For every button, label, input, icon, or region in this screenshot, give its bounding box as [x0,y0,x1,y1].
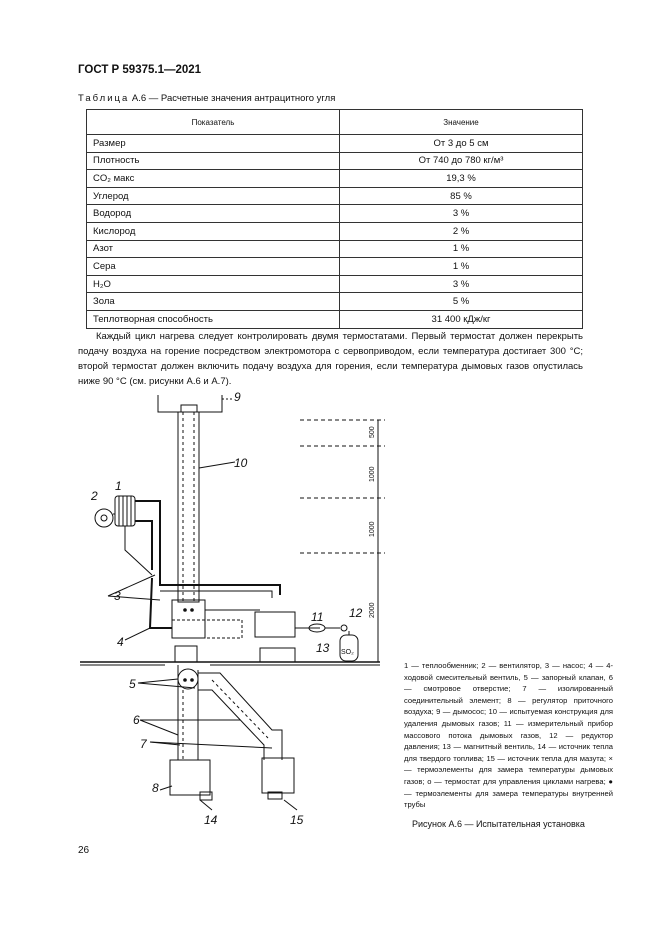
label-15: 15 [290,813,304,827]
shutoff-valve [177,668,199,690]
label-7: 7 [140,737,148,751]
figure-caption: Рисунок А.6 — Испытательная установка [412,819,585,829]
label-4: 4 [117,635,124,649]
figure-legend: 1 — теплообменник; 2 — вентилятор, 3 — н… [404,661,613,810]
mixing-valve-unit [171,599,206,639]
column-header-value: Значение [339,109,583,135]
label-11: 11 [311,610,323,624]
table-caption-text: А.6 — Расчетные значения антрацитного уг… [131,93,336,104]
label-5: 5 [129,677,136,691]
label-8: 8 [152,781,159,795]
dimension-1000-lower: 1000 [369,521,376,537]
heat-exchanger [114,495,136,527]
oil-heat-source [261,757,295,794]
label-so2: SO₂ [341,649,354,656]
body-paragraph: Каждый цикл нагрева следует контролирова… [78,331,583,387]
dimension-1000-upper: 1000 [369,466,376,482]
table-header-row: Показатель Значение [86,109,583,135]
dimension-500: 500 [369,426,376,438]
label-1: 1 [115,479,122,493]
thermoelement-dot [183,608,187,612]
fan-icon [94,508,114,528]
label-14: 14 [204,813,218,827]
thermoelement-dot [190,678,194,682]
so2-cylinder [339,634,359,662]
label-12: 12 [349,606,363,620]
thermoelement-dot [183,678,187,682]
table-caption: Таблица А.6 — Расчетные значения антраци… [78,93,335,104]
label-13: 13 [316,641,330,655]
pressure-reducer [340,624,348,632]
row-name: Теплотворная способность [86,309,340,329]
column-header-parameter: Показатель [86,109,340,135]
measuring-device [254,611,296,638]
solid-fuel-heat-source [169,759,211,796]
page-number: 26 [78,845,90,856]
label-2: 2 [90,489,98,503]
label-9: 9 [234,390,241,404]
label-6: 6 [133,713,140,727]
label-3: 3 [114,589,121,603]
table-caption-prefix: Таблица [78,93,130,104]
chimney-test-structure [177,411,200,603]
document-header: ГОСТ Р 59375.1—2021 [78,64,202,76]
row-value: 31 400 кДж/кг [339,309,583,329]
dimension-2000: 2000 [369,602,376,618]
thermoelement-dot [190,608,194,612]
label-10: 10 [234,456,248,470]
